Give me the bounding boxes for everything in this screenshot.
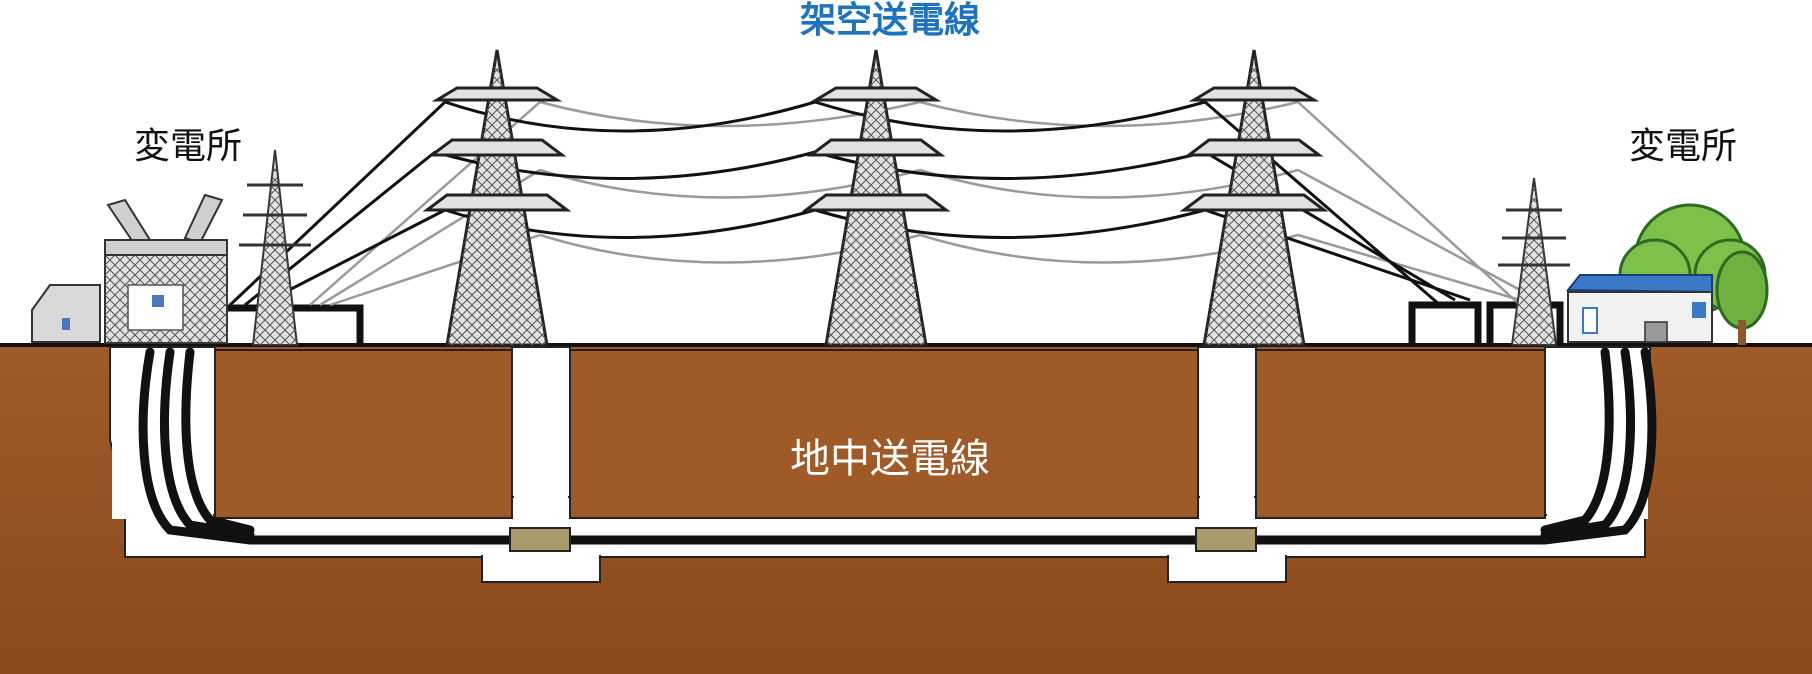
cable-joint-box <box>1195 527 1257 552</box>
substation-left-label: 変電所 <box>134 126 242 167</box>
overhead-line-label: 架空送電線 <box>800 0 980 41</box>
small-tower-icon <box>1498 177 1570 346</box>
house-icon <box>1565 274 1713 343</box>
transmission-tower-icon <box>422 49 572 347</box>
underground-cables <box>138 347 1657 545</box>
small-tower-icon <box>239 149 311 346</box>
substation-transformer-icon <box>31 193 228 344</box>
underground-line-label: 地中送電線 <box>790 436 990 482</box>
transmission-tower-icon <box>801 49 951 347</box>
transmission-tower-icon <box>1179 49 1329 347</box>
substation-right-label: 変電所 <box>1629 126 1737 167</box>
soil-blocks <box>214 349 1546 519</box>
cable-joint-box <box>509 527 571 552</box>
